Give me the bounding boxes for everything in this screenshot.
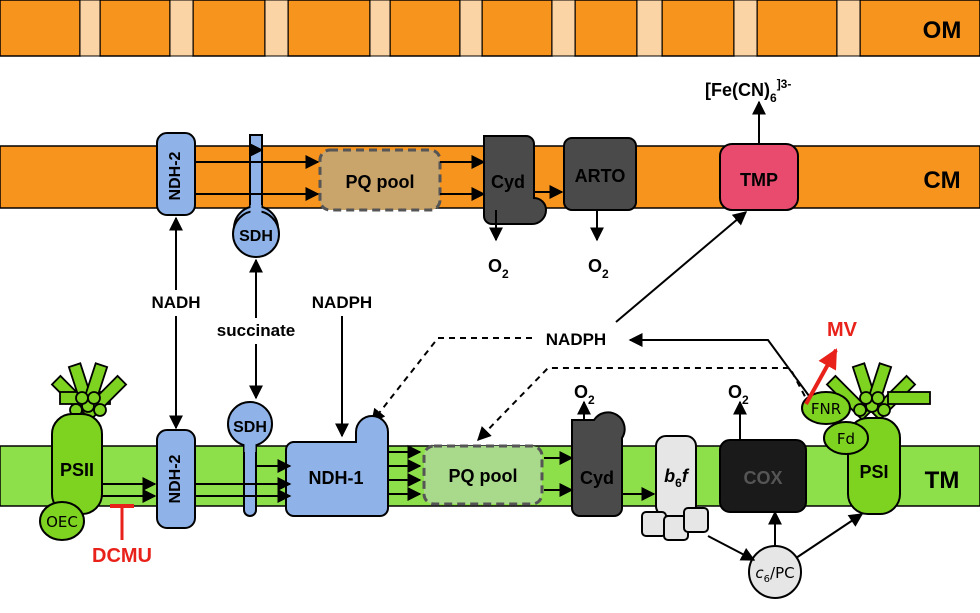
dashed-arrows bbox=[371, 337, 811, 442]
cm-label: CM bbox=[923, 167, 960, 194]
nadh-label: NADH bbox=[151, 293, 200, 312]
b6f: b6f bbox=[641, 435, 709, 541]
psii-antenna bbox=[50, 362, 128, 422]
cm-cyd: Cyd bbox=[483, 135, 548, 225]
fd-label: Fd bbox=[837, 430, 855, 448]
cm-tmp-label: TMP bbox=[740, 170, 778, 190]
psi-antenna bbox=[825, 362, 931, 422]
fnr: FNR bbox=[801, 391, 851, 425]
ndh1-label: NDH-1 bbox=[308, 468, 363, 488]
oec: OEC bbox=[39, 501, 85, 541]
b6f-label: b6f bbox=[664, 466, 690, 490]
cm-tmp: TMP bbox=[719, 143, 799, 211]
tm-label: TM bbox=[925, 467, 960, 494]
cm-sdh: SDH bbox=[232, 134, 280, 258]
outer-membrane: OM bbox=[0, 0, 980, 57]
cross-arrows bbox=[169, 211, 813, 438]
oec-label: OEC bbox=[46, 513, 78, 531]
tm-sdh-label: SDH bbox=[233, 419, 267, 436]
ferricyanide-label: [Fe(CN)6]3- bbox=[705, 77, 791, 105]
cm-sdh-label: SDH bbox=[239, 228, 273, 245]
succinate-label: succinate bbox=[217, 321, 295, 340]
ndh1: NDH-1 bbox=[285, 415, 389, 517]
cm-arto-label: ARTO bbox=[575, 166, 626, 186]
fd: Fd bbox=[823, 421, 869, 455]
cm-arto: ARTO bbox=[563, 137, 637, 211]
psii: PSII bbox=[51, 413, 103, 515]
cm-arrows bbox=[195, 100, 766, 242]
nadph-left-label: NADPH bbox=[312, 293, 372, 312]
cm-cyd-o2: O2 bbox=[488, 256, 509, 281]
cox: COX bbox=[719, 439, 807, 513]
c6-pc: c6/PC bbox=[748, 545, 802, 599]
cm-pq-pool: PQ pool bbox=[318, 148, 442, 212]
cm-cyd-label: Cyd bbox=[491, 172, 525, 192]
mv-inhibitor: MV bbox=[804, 319, 858, 405]
fnr-label: FNR bbox=[811, 400, 841, 418]
cm-ndh2-label: NDH-2 bbox=[167, 151, 184, 200]
dcmu-label: DCMU bbox=[92, 545, 152, 567]
tm-arrows bbox=[102, 400, 864, 561]
mv-label: MV bbox=[827, 319, 858, 341]
tm-ndh2: NDH-2 bbox=[156, 429, 196, 529]
dcmu-inhibitor: DCMU bbox=[92, 504, 152, 567]
cox-label: COX bbox=[743, 468, 782, 488]
cox-o2: O2 bbox=[728, 382, 749, 407]
tm-cyd-o2: O2 bbox=[574, 382, 595, 407]
c6-pc-label: c6/PC bbox=[755, 564, 794, 585]
tm-sdh: SDH bbox=[227, 401, 273, 517]
om-label: OM bbox=[923, 17, 962, 44]
nadph-center-label: NADPH bbox=[546, 330, 606, 349]
cm-pq-pool-label: PQ pool bbox=[346, 172, 415, 192]
cm-arto-o2: O2 bbox=[588, 256, 609, 281]
psii-label: PSII bbox=[60, 460, 94, 480]
psi-label: PSI bbox=[859, 462, 888, 482]
tm-pq-pool: PQ pool bbox=[422, 444, 544, 506]
tm-ndh2-label: NDH-2 bbox=[167, 454, 184, 503]
tm-pq-pool-label: PQ pool bbox=[449, 466, 518, 486]
cm-ndh2: NDH-2 bbox=[156, 132, 196, 216]
tm-cyd: Cyd bbox=[571, 411, 626, 517]
tm-cyd-label: Cyd bbox=[580, 468, 614, 488]
